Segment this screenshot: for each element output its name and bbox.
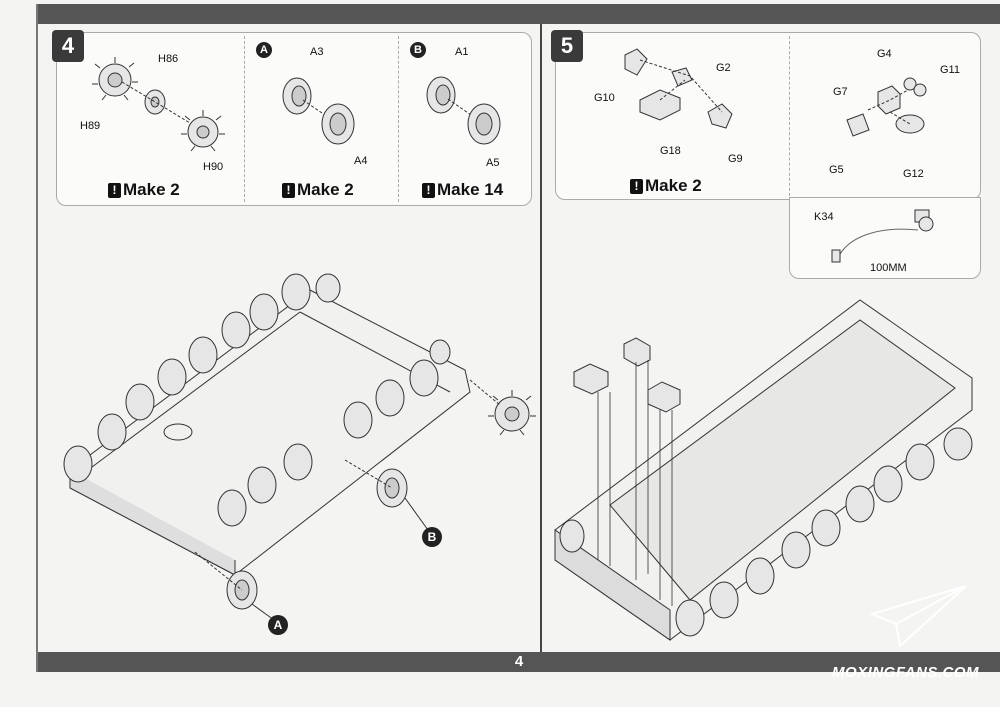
part-label-g9: G9: [728, 153, 743, 165]
make-count-cell2: !Make 2: [282, 180, 354, 200]
watermark-text: MOXINGFANS.COM: [832, 664, 980, 681]
top-bar: [38, 4, 1000, 24]
bracket-g10-drawing: [624, 48, 648, 76]
part-label-g4: G4: [877, 48, 892, 60]
step4-number: 4: [52, 30, 84, 62]
part-label-a3: A3: [310, 46, 324, 58]
part-label-g12: G12: [903, 168, 924, 180]
make-count-cell1: !Make 2: [108, 180, 180, 200]
part-label-a1: A1: [455, 46, 469, 58]
part-label-a5: A5: [486, 157, 500, 169]
road-wheel-a4-drawing: [321, 103, 355, 145]
road-wheel-a1-drawing: [426, 76, 456, 114]
left-margin-line: [36, 4, 38, 672]
warning-icon: !: [630, 179, 643, 194]
step5-hull-drawing: [554, 299, 973, 641]
exploded-wheel-b-drawing: [376, 468, 408, 508]
part-g11-drawing: [903, 77, 927, 97]
box-g4-drawing: [877, 85, 901, 115]
make-count-step5: !Make 2: [630, 176, 702, 196]
part-label-g2: G2: [716, 62, 731, 74]
part-label-h89: H89: [80, 120, 101, 132]
callout-badge-a: A: [268, 615, 288, 635]
wire-length-label: 100MM: [870, 262, 907, 274]
step4-cell-divider-1: [244, 36, 245, 202]
road-wheels-top-row: [63, 273, 341, 483]
callout-badge-b: B: [422, 527, 442, 547]
page-number: 4: [514, 653, 524, 670]
step5-exploded-parts: [573, 337, 681, 606]
step5-cell-divider: [789, 36, 790, 196]
warning-icon: !: [282, 183, 295, 198]
step5-wire-panel: [789, 197, 981, 279]
wire-k34-drawing: [831, 209, 934, 263]
plate-g5-drawing: [846, 113, 870, 137]
step5-road-wheels: [559, 427, 973, 637]
make-count-cell3: !Make 14: [422, 180, 503, 200]
warning-icon: !: [422, 183, 435, 198]
part-label-g18: G18: [660, 145, 681, 157]
bracket-g9-drawing: [707, 103, 733, 129]
bracket-g18-drawing: [639, 89, 681, 121]
part-label-k34: K34: [814, 211, 834, 223]
part-label-g5: G5: [829, 164, 844, 176]
part-label-h90: H90: [203, 161, 224, 173]
paper-plane-logo: [869, 585, 967, 648]
part-label-g11: G11: [940, 64, 960, 76]
road-wheels-bottom-row: [217, 339, 451, 527]
step5-number: 5: [551, 30, 583, 62]
exploded-sprocket-drawing: [488, 390, 536, 436]
cell-badge-a: A: [256, 42, 272, 58]
step4-cell-divider-2: [398, 36, 399, 202]
sprocket-h89-drawing: [92, 57, 138, 101]
sprocket-h90-drawing: [181, 110, 225, 152]
road-wheel-a3-drawing: [282, 77, 312, 115]
hub-h86-drawing: [144, 89, 166, 115]
cell-badge-b: B: [410, 42, 426, 58]
part-label-g7: G7: [833, 86, 848, 98]
bottom-bar: 4: [38, 652, 1000, 672]
road-wheel-a5-drawing: [467, 103, 501, 145]
part-label-g10: G10: [594, 92, 615, 104]
bracket-g2-drawing: [671, 67, 693, 87]
step4-subassembly-panel: [56, 32, 532, 206]
part-label-h86: H86: [158, 53, 179, 65]
page-divider: [540, 24, 542, 652]
warning-icon: !: [108, 183, 121, 198]
part-label-a4: A4: [354, 155, 368, 167]
step4-hull-drawing: [69, 289, 471, 576]
